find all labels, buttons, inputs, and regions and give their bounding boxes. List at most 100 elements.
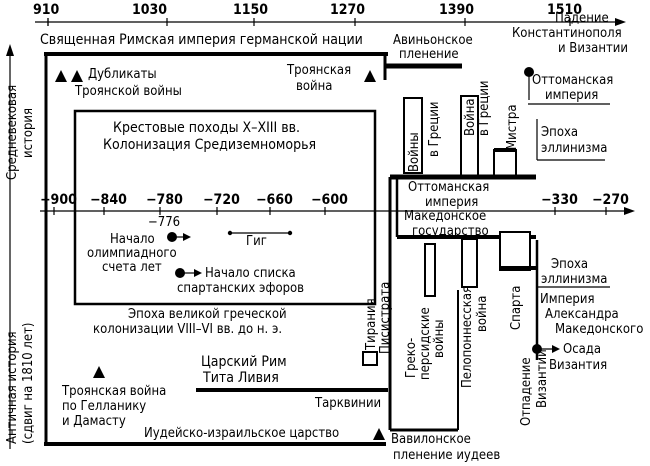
svg-text:империя: империя — [425, 195, 478, 210]
svg-text:история: история — [21, 108, 36, 158]
svg-text:спартанских эфоров: спартанских эфоров — [177, 281, 304, 296]
top-tick-label: 1270 — [330, 2, 365, 18]
trojan-war-label: Троянская — [286, 63, 351, 78]
svg-text:персидские: персидские — [418, 307, 433, 380]
mid-axis-arrowhead — [624, 207, 635, 215]
tarquinii-label: Тарквинии — [314, 396, 381, 411]
mid-tick-label: −780 — [146, 192, 183, 208]
hellenism-top-label: Эпоха — [541, 125, 578, 140]
fall-label: Падение — [555, 11, 609, 26]
trojan-triangle-icon — [364, 70, 376, 82]
svg-text:и Дамасту: и Дамасту — [62, 414, 126, 429]
siege-label: Осада — [563, 342, 601, 357]
svg-text:Войны: Войны — [407, 132, 422, 172]
crusades-label: Крестовые походы X–XIII вв. — [113, 120, 300, 136]
side-label-ancient: Античная история (сдвиг на 1810 лет) — [5, 323, 36, 444]
svg-text:война: война — [296, 79, 332, 94]
judea-label: Иудейско-израильское царство — [144, 426, 339, 441]
top-tick-label: 910 — [33, 2, 60, 18]
svg-text:Византии: Византии — [535, 349, 550, 408]
svg-text:войны: войны — [432, 319, 447, 358]
svg-text:в Греции: в Греции — [427, 101, 442, 157]
svg-text:пленение: пленение — [399, 47, 459, 62]
top-tick-label: 1510 — [547, 2, 582, 18]
byzantine-secession-label: Отпадение — [519, 357, 534, 426]
babylonian-label: Вавилонское — [391, 432, 471, 447]
spartan-label: Начало списка — [205, 266, 296, 281]
trojan-dup-label: Дубликаты — [88, 67, 157, 82]
tyranny-bar — [362, 351, 378, 366]
svg-text:государство: государство — [412, 224, 489, 239]
mid-tick-label: −330 — [541, 192, 578, 208]
trojan-hellanicus-icon — [93, 366, 105, 378]
mid-tick-label: −270 — [592, 192, 629, 208]
svg-text:империя: империя — [545, 88, 598, 103]
greco-persian-bar — [424, 243, 436, 297]
siege-arrow-icon — [552, 345, 560, 353]
mid-tick-label: −900 — [40, 192, 77, 208]
svg-text:Константинополя: Константинополя — [512, 26, 622, 41]
hellenism-bottom-label: Эпоха — [551, 257, 588, 272]
svg-text:и Византии: и Византии — [558, 41, 628, 56]
greek-colonization-label: Эпоха великой греческой — [128, 307, 287, 322]
svg-text:олимпиадного: олимпиадного — [87, 246, 177, 261]
top-axis-arrowhead — [615, 18, 626, 26]
top-tick-label: 1390 — [439, 2, 474, 18]
macedonian-label: Македонское — [404, 209, 486, 224]
svg-text:Тита Ливия: Тита Ливия — [202, 370, 279, 386]
svg-text:Александра: Александра — [545, 307, 619, 322]
tyranny-label: Тирания — [364, 298, 379, 351]
avignon-label: Авиньонское — [393, 33, 473, 48]
mistra-bar — [493, 149, 517, 179]
peloponnesian-bar — [461, 238, 478, 288]
olympiad-label: Начало — [110, 232, 155, 247]
mid-tick-label: −660 — [256, 192, 293, 208]
gig-label: Гиг — [246, 234, 267, 249]
svg-text:Средневековая: Средневековая — [5, 85, 20, 180]
sparta-label: Спарта — [509, 286, 524, 330]
holy-roman-label: Священная Римская империя германской нац… — [40, 32, 363, 48]
svg-text:Македонского: Македонского — [555, 322, 643, 337]
svg-text:Война: Война — [463, 98, 478, 136]
mid-tick-label: −600 — [311, 192, 348, 208]
trojan-triangle-icon — [55, 70, 67, 82]
top-axis: 910 1030 1150 1270 1390 1510 — [33, 2, 626, 26]
royal-rome-label: Царский Рим — [201, 354, 287, 370]
svg-text:Колонизация Средиземноморья: Колонизация Средиземноморья — [103, 137, 316, 153]
greco-persian-label: Греко- — [404, 338, 419, 378]
svg-text:в Греции: в Греции — [477, 80, 492, 136]
svg-text:эллинизма: эллинизма — [541, 272, 607, 287]
svg-text:Троянской войны: Троянской войны — [74, 84, 182, 99]
peloponnesian-label: Пелопоннесская — [460, 286, 475, 388]
mid-axis: −900 −840 −780 −720 −660 −600 −330 −270 — [40, 192, 635, 215]
trojan-triangle-icon — [71, 70, 83, 82]
trojan-hellanicus-label: Троянская война — [61, 384, 166, 399]
sparta-bar — [499, 231, 531, 271]
top-tick-label: 1150 — [233, 2, 268, 18]
top-tick-label: 1030 — [132, 2, 167, 18]
olympiad-year-label: −776 — [148, 215, 180, 230]
ottoman-top-label: Оттоманская — [532, 73, 613, 88]
svg-text:счета лет: счета лет — [102, 260, 162, 275]
svg-text:эллинизма: эллинизма — [541, 141, 607, 156]
alexander-label: Империя — [540, 292, 594, 307]
svg-text:(сдвиг на 1810 лет): (сдвиг на 1810 лет) — [21, 323, 36, 444]
wars-greece-bar — [403, 97, 423, 174]
vertical-arrowhead — [6, 44, 14, 56]
mistra-label: Мистра — [505, 104, 520, 150]
olympiad-arrow-icon — [183, 233, 191, 241]
mid-tick-label: −720 — [203, 192, 240, 208]
crusades-box — [73, 109, 377, 306]
svg-text:Византия: Византия — [549, 358, 607, 373]
svg-text:Античная история: Античная история — [5, 331, 20, 444]
svg-text:война: война — [475, 296, 490, 332]
svg-text:колонизации VIII–VI вв. до н.: колонизации VIII–VI вв. до н. э. — [93, 322, 282, 337]
ottoman-mid-label: Оттоманская — [408, 180, 489, 195]
side-label-medieval: Средневековая история — [5, 85, 36, 180]
spartan-arrow-icon — [194, 269, 202, 277]
mid-tick-label: −840 — [90, 192, 127, 208]
svg-text:по Гелланику: по Гелланику — [62, 399, 146, 414]
judea-triangle-icon — [373, 428, 385, 440]
